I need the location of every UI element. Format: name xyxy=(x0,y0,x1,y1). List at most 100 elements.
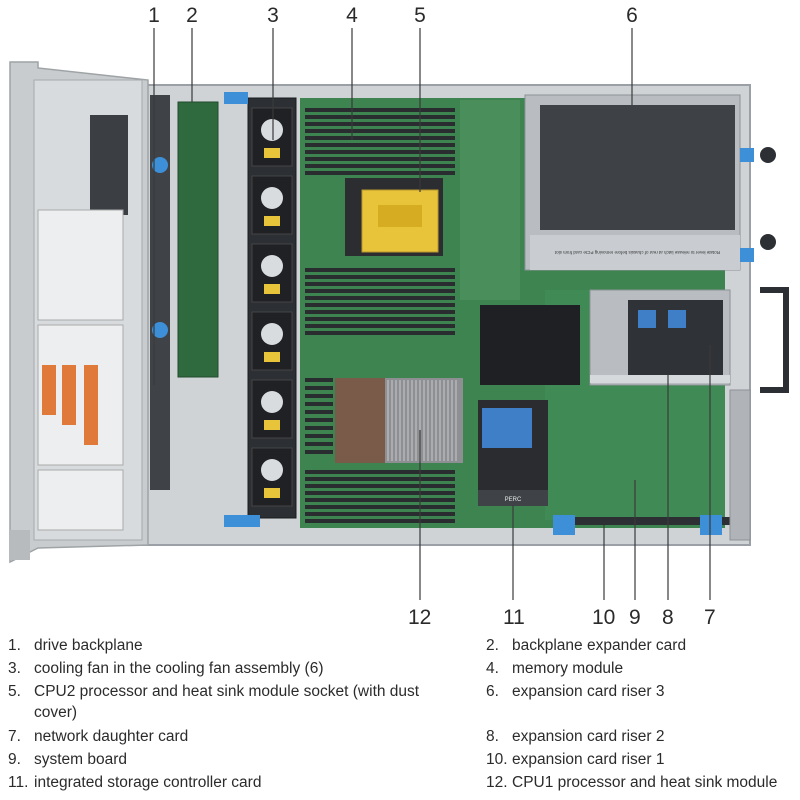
dimm-slot xyxy=(305,505,455,509)
dimm-slot xyxy=(305,136,455,140)
legend-num: 6. xyxy=(486,683,499,700)
callout-7-label: 7 xyxy=(704,606,716,629)
riser-label: Rotate lever to release latch at rear of… xyxy=(554,250,720,255)
dimm-slot xyxy=(305,491,455,495)
legend-item-5: 5. CPU2 processor and heat sink module s… xyxy=(8,681,468,725)
dimm-slot xyxy=(305,331,455,335)
perc-label: PERC xyxy=(505,497,522,503)
expansion-riser-3: Rotate lever to release latch at rear of… xyxy=(524,94,776,271)
legend-num: 2. xyxy=(486,637,499,654)
dimm-slot xyxy=(305,418,333,422)
dimm-slot xyxy=(305,324,455,328)
legend-text: integrated storage controller card xyxy=(34,774,262,791)
dimm-slot xyxy=(305,150,455,154)
dimm-slot xyxy=(305,394,333,398)
dimm-slot xyxy=(305,164,455,168)
dimm-slot xyxy=(305,143,455,147)
dimm-slot xyxy=(305,122,455,126)
legend-num: 11. xyxy=(8,774,29,791)
dimm-slot xyxy=(305,171,455,175)
dimm-slot xyxy=(305,484,455,488)
air-shroud xyxy=(480,305,580,385)
legend-text: network daughter card xyxy=(34,728,189,745)
legend-num: 7. xyxy=(8,728,21,745)
fan-icon xyxy=(261,323,283,345)
expansion-riser-1 xyxy=(553,515,730,535)
callout-6: 6 xyxy=(626,4,638,27)
bottom-callout-row: 12 11 10 9 8 7 xyxy=(0,606,800,630)
legend-num: 5. xyxy=(8,683,21,700)
legend-num: 10. xyxy=(486,751,508,768)
legend-text: CPU1 processor and heat sink module xyxy=(512,774,778,791)
fan-release-tab xyxy=(264,284,280,294)
dimm-slot xyxy=(305,470,455,474)
integrated-storage-controller: PERC xyxy=(478,400,548,506)
legend-text: system board xyxy=(34,751,128,768)
dimm-slot xyxy=(305,386,333,390)
dimm-slot xyxy=(305,434,333,438)
dimm-slot xyxy=(305,512,455,516)
fan-release-tab xyxy=(264,488,280,498)
dimm-slot xyxy=(305,426,333,430)
dimm-slot xyxy=(305,519,455,523)
dimm-slot xyxy=(305,317,455,321)
legend: 1. drive backplane 2. backplane expander… xyxy=(0,630,800,800)
fan-modules xyxy=(251,107,293,507)
fan-icon xyxy=(261,459,283,481)
legend-num: 4. xyxy=(486,660,499,677)
callout-12-label: 12 xyxy=(408,606,432,629)
fan-release-tab xyxy=(264,352,280,362)
dimm-slot xyxy=(305,157,455,161)
callout-9-label: 9 xyxy=(629,606,641,629)
callout-10-label: 10 xyxy=(592,606,616,629)
dimm-slot xyxy=(305,410,333,414)
fan-icon xyxy=(261,255,283,277)
legend-num: 9. xyxy=(8,751,21,768)
backplane-expander-card xyxy=(177,101,219,378)
dimm-slot xyxy=(305,402,333,406)
legend-text: expansion card riser 2 xyxy=(512,728,665,745)
callout-5: 5 xyxy=(414,4,426,27)
legend-num: 8. xyxy=(486,728,499,745)
leader-lines xyxy=(153,28,711,600)
dimm-slot xyxy=(305,268,455,272)
legend-num: 3. xyxy=(8,660,21,677)
legend-text: memory module xyxy=(512,660,624,677)
callout-3: 3 xyxy=(267,4,279,27)
dimm-slot xyxy=(305,296,455,300)
fan-release-tab xyxy=(264,216,280,226)
fan-release-tab xyxy=(264,420,280,430)
legend-num: 1. xyxy=(8,637,21,654)
server-internal-diagram: PERC Rotate lever to release latch at re… xyxy=(9,4,789,600)
callout-4: 4 xyxy=(346,4,358,27)
dimm-slot xyxy=(305,108,455,112)
dimm-slot xyxy=(305,289,455,293)
legend-text: backplane expander card xyxy=(512,637,687,654)
dimm-slot xyxy=(305,282,455,286)
dimm-slot xyxy=(305,303,455,307)
dimm-slot xyxy=(305,129,455,133)
fan-icon xyxy=(261,187,283,209)
dimm-slot xyxy=(305,477,455,481)
chassis-handle xyxy=(760,287,789,393)
legend-num: 12. xyxy=(486,774,508,791)
dimm-slot xyxy=(305,115,455,119)
dimm-slot xyxy=(305,378,333,382)
legend-text: expansion card riser 1 xyxy=(512,751,665,768)
power-supply-bay xyxy=(729,389,751,541)
memory-modules xyxy=(305,108,455,523)
legend-text: cooling fan in the cooling fan assembly … xyxy=(34,660,324,677)
callout-11-label: 11 xyxy=(503,606,525,629)
callout-1: 1 xyxy=(148,4,160,27)
expansion-riser-2 xyxy=(589,289,731,386)
fan-icon xyxy=(261,119,283,141)
legend-text: expansion card riser 3 xyxy=(512,683,665,700)
callout-8-label: 8 xyxy=(662,606,674,629)
cpu2-socket xyxy=(345,178,443,256)
fan-release-tab xyxy=(264,148,280,158)
legend-text: drive backplane xyxy=(34,637,143,654)
fan-icon xyxy=(261,391,283,413)
drive-backplane xyxy=(150,95,170,490)
dimm-slot xyxy=(305,275,455,279)
cpu1-heat-sink xyxy=(335,378,463,463)
